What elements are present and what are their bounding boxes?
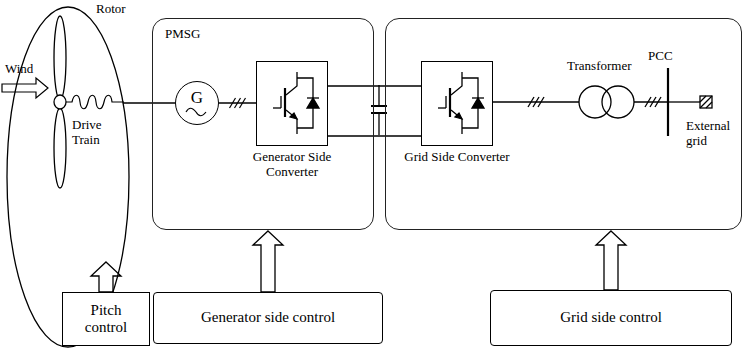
control-box: Generator side control: [153, 292, 383, 344]
generator-box: PMSG G Generator Side Converter: [152, 18, 374, 230]
node-text: PCC: [648, 49, 673, 64]
wind-arrow: [2, 78, 48, 98]
converter-box: Grid Side Converter: [421, 61, 493, 146]
node-text: Pitch control: [76, 302, 136, 337]
node-text: Generator Side Converter: [237, 150, 347, 180]
drive-train-spring: [66, 95, 124, 109]
grid-region-box: TransformerPCCExternal gridGrid Side Con…: [385, 18, 742, 230]
control-box: Pitch control: [62, 292, 150, 346]
node-text: Grid Side Converter: [402, 150, 512, 165]
generator-circle: G: [175, 81, 219, 125]
rotor-blades: [54, 16, 66, 188]
connector: [91, 262, 121, 292]
node-text: Transformer: [567, 59, 632, 74]
connector: [596, 231, 626, 290]
label-text: Drive Train: [72, 118, 116, 148]
connector: [253, 231, 283, 292]
sine-symbol: [186, 108, 206, 116]
igbt-symbol: [438, 72, 484, 134]
node-text: Grid side control: [491, 309, 731, 326]
connector: [123, 103, 175, 104]
connector: [219, 98, 256, 108]
control-box: Grid side control: [490, 290, 732, 346]
grid-wiring: [492, 68, 712, 136]
node-text: Rotor: [94, 2, 128, 17]
converter-box: Generator Side Converter: [256, 61, 328, 146]
connector: [328, 86, 421, 136]
node-text: G: [176, 88, 218, 108]
label-text: Wind: [5, 62, 33, 77]
node-text: PMSG: [165, 27, 200, 42]
igbt-symbol: [273, 72, 319, 134]
node-text: External grid: [686, 119, 736, 149]
node-text: Generator side control: [154, 309, 382, 326]
